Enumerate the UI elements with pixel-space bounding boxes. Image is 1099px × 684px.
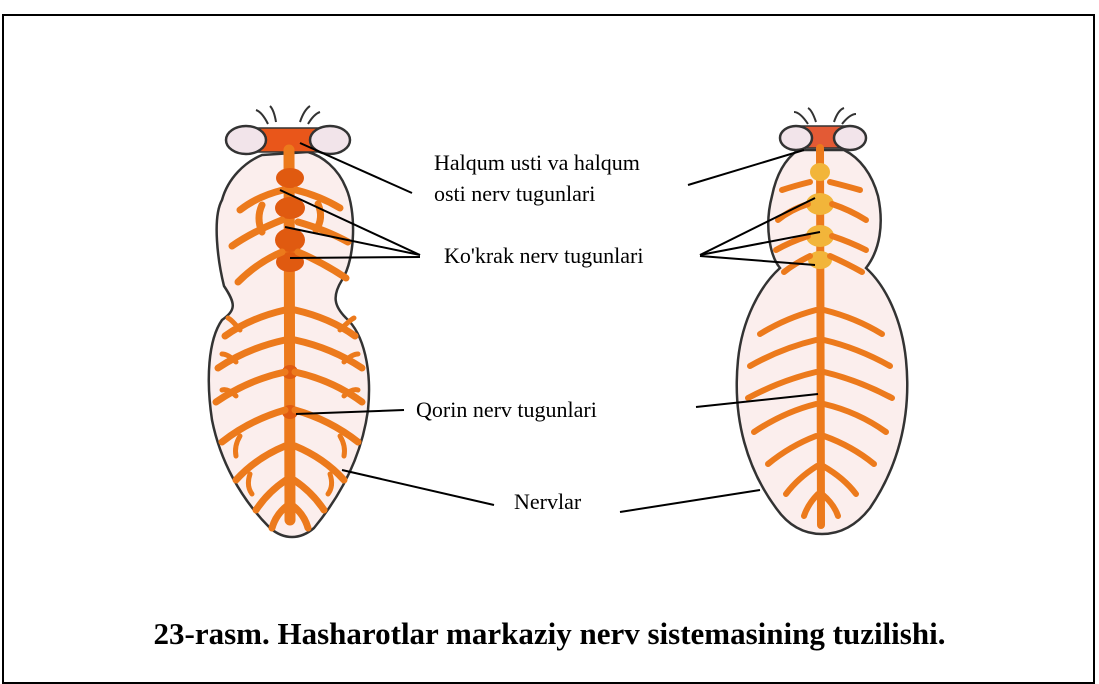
left-insect [209,106,369,537]
label-head-ganglia-line2: osti nerv tugunlari [434,180,595,208]
right-insect [737,108,908,534]
right-eye-right [834,126,866,150]
left-antennae [256,106,320,124]
left-eye-left [226,126,266,154]
label-head-ganglia-line1: Halqum usti va halqum [434,149,640,177]
right-antennae [794,108,856,124]
right-eye-left [780,126,812,150]
label-nerves: Nervlar [514,488,581,516]
label-abdominal-ganglia: Qorin nerv tugunlari [416,396,597,424]
figure-caption: 23-rasm. Hasharotlar markaziy nerv siste… [0,616,1099,652]
label-thoracic-ganglia: Ko'krak nerv tugunlari [444,242,643,270]
